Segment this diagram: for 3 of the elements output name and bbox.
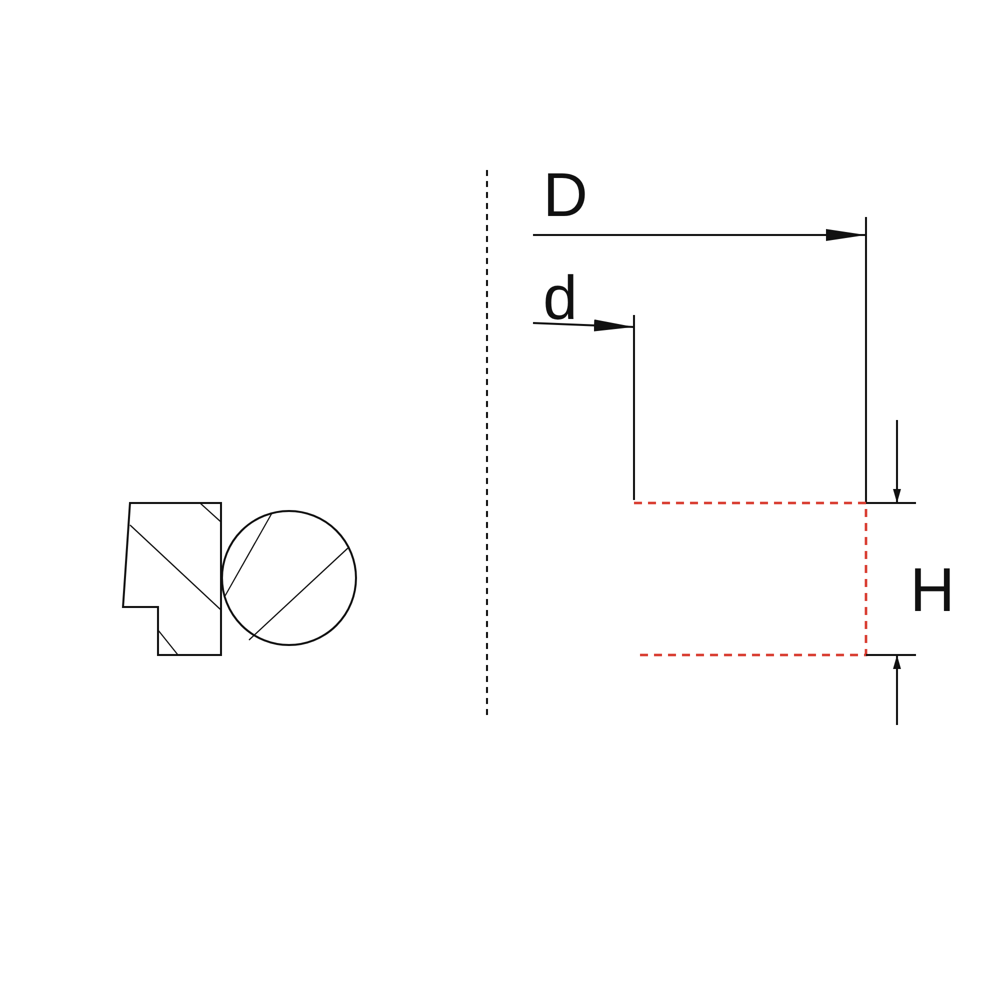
dimension-label: d	[543, 268, 578, 330]
dimension-label: H	[910, 560, 955, 622]
dimension-label: D	[543, 165, 588, 227]
